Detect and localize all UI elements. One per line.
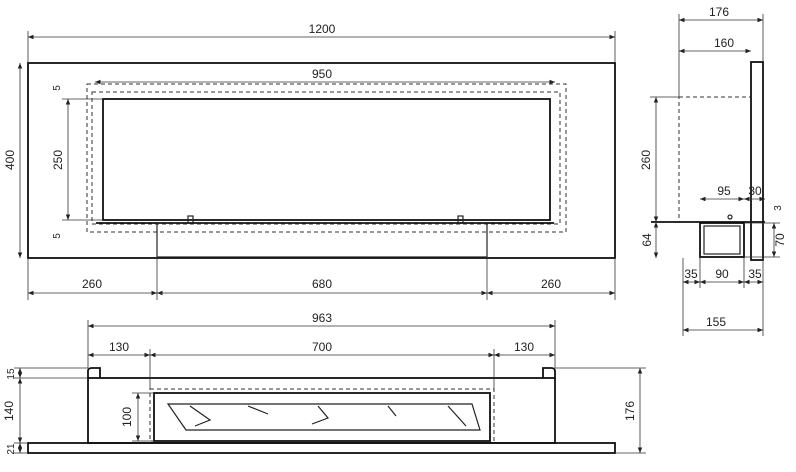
dim-label-100: 100 (120, 407, 134, 427)
top-burner-flame-ridge (189, 405, 467, 427)
dim-label-250: 250 (51, 150, 65, 170)
dim-label-680: 680 (312, 277, 332, 291)
top-burner-tray (153, 392, 491, 442)
dim-label-950: 950 (312, 67, 332, 81)
dim-label-right-260: 260 (541, 277, 561, 291)
front-clip-left (187, 215, 194, 224)
dim-label-130-left: 130 (109, 340, 129, 354)
front-glass-opening (102, 98, 551, 221)
top-body (87, 377, 556, 444)
front-inner-recess (86, 83, 567, 233)
top-view: 963 130 700 130 15 140 21 100 176 (2, 311, 646, 455)
side-duct (699, 222, 745, 258)
top-flange-left (87, 367, 101, 378)
dim-label-155: 155 (706, 315, 726, 329)
dim-label-64: 64 (640, 233, 654, 247)
top-base-plate (27, 442, 616, 454)
side-body (678, 96, 752, 223)
dim-label-30: 30 (748, 184, 762, 198)
top-flange-right (542, 367, 556, 378)
dim-label-21: 21 (6, 443, 17, 455)
front-view: 1200 950 400 250 5 5 260 680 260 (3, 22, 616, 300)
dim-label-95: 95 (717, 184, 731, 198)
dim-label-3: 3 (773, 205, 784, 211)
front-mount-bracket (156, 222, 488, 258)
dim-label-700: 700 (312, 340, 332, 354)
dim-label-963: 963 (312, 311, 332, 325)
front-inner-recess-2 (91, 91, 561, 225)
dim-label-35-right: 35 (748, 267, 762, 281)
dim-label-176: 176 (709, 5, 729, 19)
dim-label-35-left: 35 (684, 267, 698, 281)
top-burner-logs (166, 403, 481, 431)
top-burner-frame (149, 388, 495, 442)
side-duct-inner (703, 225, 741, 255)
dim-label-130-right: 130 (514, 340, 534, 354)
side-view: 176 160 260 95 30 3 64 70 35 90 35 (639, 5, 787, 336)
dim-label-left-260: 260 (82, 277, 102, 291)
dim-label-160: 160 (714, 36, 734, 50)
dim-label-176-top: 176 (623, 401, 637, 421)
dim-label-1200: 1200 (309, 22, 336, 36)
dim-label-top-gap: 5 (52, 85, 63, 91)
side-screw (727, 214, 733, 220)
dim-label-140: 140 (2, 401, 16, 421)
dim-label-90: 90 (715, 267, 729, 281)
dim-label-bottom-gap: 5 (52, 233, 63, 239)
front-clip-right (457, 215, 464, 224)
dim-label-70: 70 (773, 233, 787, 247)
dim-label-400: 400 (3, 150, 17, 170)
dim-label-15: 15 (6, 368, 17, 380)
dim-label-260v: 260 (639, 150, 653, 170)
side-front-panel (750, 61, 764, 261)
front-outer-frame (27, 62, 616, 259)
